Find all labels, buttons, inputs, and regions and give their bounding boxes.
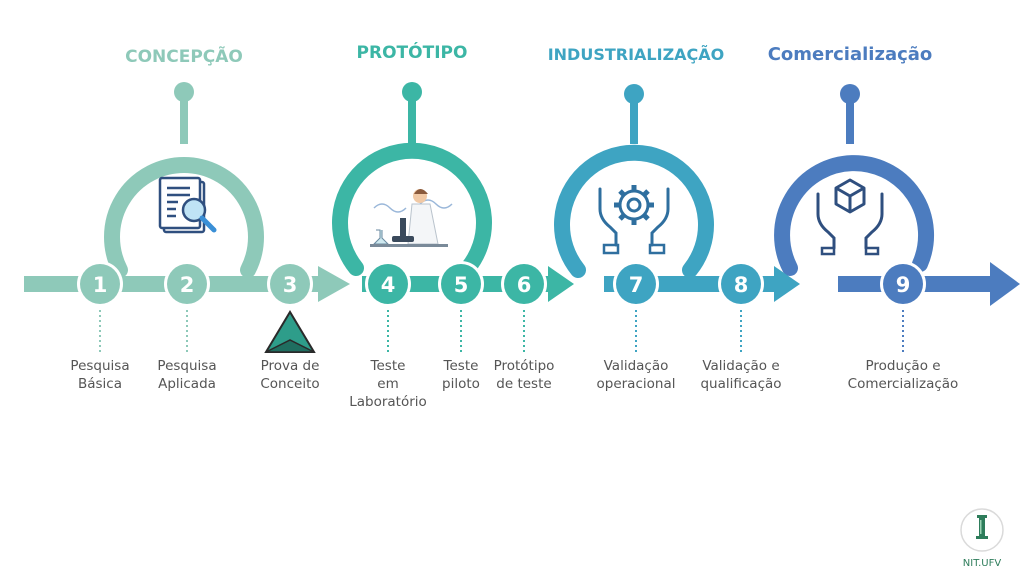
- phase-stem-industrializacao: [630, 102, 638, 144]
- step-label-line: Teste: [443, 358, 479, 374]
- step-label-line: de teste: [496, 376, 551, 392]
- step-label-line: Pesquisa: [157, 358, 216, 374]
- step-circle: [721, 264, 761, 304]
- phase-ring-comercializacao: [774, 155, 935, 276]
- phase-ring-concepcao: [104, 157, 264, 278]
- phase-stem-comercializacao: [846, 102, 854, 144]
- phase-pin-concepcao: [174, 82, 194, 102]
- step-label-line: Laboratório: [349, 394, 427, 410]
- phase-pin-comercializacao: [840, 84, 860, 104]
- step-number: 6: [517, 273, 532, 297]
- phase-ring-industrializacao: [554, 144, 714, 278]
- flow-arrowhead-prototipo: [548, 266, 574, 302]
- phase-title-industrializacao: INDUSTRIALIZAÇÃO: [548, 45, 725, 64]
- logo-text: NIT.UFV: [963, 558, 1002, 569]
- step-circle: [441, 264, 481, 304]
- step-number: 8: [734, 273, 749, 297]
- phase-title-concepcao: CONCEPÇÃO: [125, 44, 243, 67]
- phase-ring-prototipo: [332, 142, 492, 276]
- step-number: 7: [629, 273, 644, 297]
- step-label-line: Protótipo: [494, 358, 555, 374]
- step-label-line: Pesquisa: [70, 358, 129, 374]
- phase-pin-industrializacao: [624, 84, 644, 104]
- step-circle: [270, 264, 310, 304]
- step-label-line: em: [377, 376, 398, 392]
- flow-arrowhead-comercializacao: [990, 262, 1020, 306]
- step-label-line: Conceito: [260, 376, 319, 392]
- step-label-line: Teste: [370, 358, 406, 374]
- step-circle: [80, 264, 120, 304]
- step-number: 5: [454, 273, 469, 297]
- step-circle: [167, 264, 207, 304]
- step-number: 3: [283, 273, 298, 297]
- step-circle: [504, 264, 544, 304]
- step-label-line: operacional: [597, 376, 676, 392]
- step-label-line: Prova de: [261, 358, 320, 374]
- step-circle: [616, 264, 656, 304]
- document-search-icon: [158, 176, 217, 234]
- step-number: 4: [381, 273, 396, 297]
- nit-ufv-logo: NIT.UFV: [960, 508, 1004, 569]
- step-circle: [368, 264, 408, 304]
- step-number: 9: [896, 273, 911, 297]
- step-number: 2: [180, 273, 195, 297]
- flow-arrowhead-concepcao: [318, 266, 350, 302]
- step-label-line: qualificação: [700, 376, 781, 392]
- phase-title-comercializacao: Comercialização: [768, 44, 933, 65]
- phase-comercializacao: Comercialização: [768, 44, 935, 276]
- column-icon: [976, 515, 988, 539]
- box-hands-icon: [816, 178, 884, 256]
- phase-prototipo: PROTÓTIPO: [332, 41, 492, 276]
- step-label-line: Produção e: [865, 358, 940, 374]
- scientist-microscope-icon: [370, 189, 453, 247]
- step-label-line: Validação e: [702, 358, 779, 374]
- phase-industrializacao: INDUSTRIALIZAÇÃO: [548, 45, 725, 278]
- flow-arrowhead-industrializacao: [774, 266, 800, 302]
- step-circle: [883, 264, 923, 304]
- step-label-line: Comercialização: [848, 376, 959, 392]
- phase-stem-concepcao: [180, 100, 188, 144]
- step-label-line: Validação: [604, 358, 669, 374]
- step-label-line: piloto: [442, 376, 480, 392]
- phase-stem-prototipo: [408, 100, 416, 144]
- phase-pin-prototipo: [402, 82, 422, 102]
- proof-of-concept-marker-icon: [264, 310, 316, 353]
- step-label-line: Básica: [78, 376, 122, 392]
- phase-concepcao: CONCEPÇÃO: [104, 44, 264, 278]
- step-label-line: Aplicada: [158, 376, 216, 392]
- gear-hands-icon: [598, 185, 670, 255]
- step-number: 1: [93, 273, 108, 297]
- phase-title-prototipo: PROTÓTIPO: [357, 41, 468, 63]
